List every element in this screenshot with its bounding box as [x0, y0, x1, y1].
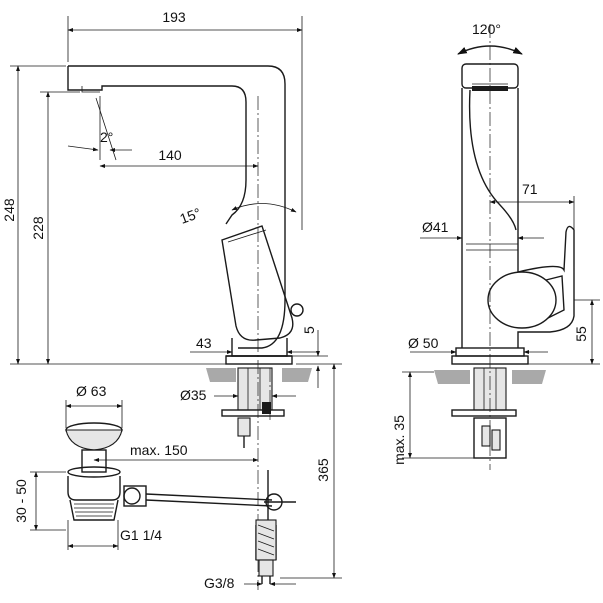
dim-5: 5	[301, 326, 317, 334]
dim-140: 140	[158, 147, 182, 163]
supply-hose	[255, 470, 277, 584]
dim-15-deg: 15°	[178, 205, 203, 227]
lever-outline	[221, 225, 294, 341]
dim-rod-35: Ø35	[180, 387, 207, 403]
dim-228: 228	[30, 216, 46, 240]
faucet-side-view	[67, 65, 312, 590]
dim-drain-63: Ø 63	[76, 383, 107, 399]
deck-left	[206, 368, 236, 382]
dim-2-deg: 2°	[100, 129, 113, 145]
dim-43: 43	[196, 335, 212, 351]
dim-body-41: Ø41	[422, 219, 449, 235]
deck-right	[282, 368, 312, 382]
front-lever-outline	[517, 225, 575, 348]
dim-g1-1-4: G1 1/4	[120, 527, 162, 543]
dim-365: 365	[315, 458, 331, 482]
faucet-front-view	[434, 24, 575, 470]
dim-base-50: Ø 50	[408, 335, 439, 351]
dim-max-150: max. 150	[130, 442, 188, 458]
mount-plate	[221, 409, 285, 417]
dim-193: 193	[162, 9, 186, 25]
dim-30-50: 30 - 50	[13, 479, 29, 523]
base-outline	[231, 338, 288, 357]
spout-top-outline	[68, 65, 286, 232]
dim-248: 248	[1, 198, 17, 222]
lever-knob	[290, 303, 304, 317]
dim-max-35: max. 35	[391, 415, 407, 465]
drain-assembly	[65, 422, 296, 521]
dim-g3-8: G3/8	[204, 575, 235, 591]
front-mount-nut	[473, 417, 507, 459]
hose-nut	[237, 417, 251, 437]
spout-bottom-outline	[67, 66, 247, 225]
dimension-labels: 193 248 228 2° 140 15° 43 5 Ø35 Ø 63 30 …	[1, 9, 589, 591]
dimension-lines	[10, 16, 600, 586]
front-body-outline	[461, 88, 519, 348]
dim-120-deg: 120°	[472, 21, 501, 37]
dim-71: 71	[522, 181, 538, 197]
dim-55: 55	[573, 326, 589, 342]
body-outline	[238, 232, 286, 349]
